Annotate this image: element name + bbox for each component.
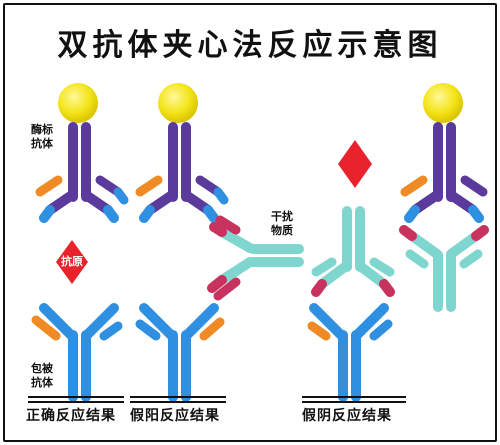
capture-antibody-3 bbox=[307, 303, 393, 402]
antigen-label: 抗原 bbox=[61, 255, 83, 268]
surface-line-3b bbox=[302, 401, 406, 403]
interferent-substance-1 bbox=[207, 215, 304, 301]
antigen-diamond-2 bbox=[338, 140, 372, 188]
caption-true-positive: 正确反应结果 bbox=[26, 408, 116, 424]
surface-line-2b bbox=[130, 401, 226, 403]
enzyme-labelled-antibody-3 bbox=[400, 83, 488, 223]
interferent-substance-2 bbox=[311, 206, 395, 297]
capture-antibody-2 bbox=[135, 303, 225, 402]
diagram-title: 双抗体夹心法反应示意图 bbox=[57, 28, 443, 63]
enzyme-labelled-antibody-2 bbox=[135, 83, 229, 223]
enzyme-icon bbox=[58, 83, 98, 123]
caption-false-positive: 假阳反应结果 bbox=[130, 408, 220, 424]
capture-antibody-1 bbox=[31, 303, 123, 402]
antigen-diamond-1 bbox=[56, 240, 88, 284]
interferent-substance-3 bbox=[399, 225, 489, 312]
caption-false-negative: 假阴反应结果 bbox=[302, 408, 392, 424]
enzyme-icon bbox=[158, 83, 198, 123]
enzyme-antibody-label: 酶标 抗体 bbox=[31, 123, 53, 150]
surface-line-3a bbox=[302, 396, 406, 398]
surface-line-2a bbox=[130, 396, 226, 398]
enzyme-icon bbox=[423, 83, 463, 123]
surface-line-1a bbox=[28, 396, 124, 398]
coated-antibody-label: 包被 抗体 bbox=[31, 362, 53, 389]
surface-line-1b bbox=[28, 401, 124, 403]
enzyme-labelled-antibody-1 bbox=[35, 83, 129, 223]
interferent-label: 干扰 物质 bbox=[271, 210, 293, 237]
